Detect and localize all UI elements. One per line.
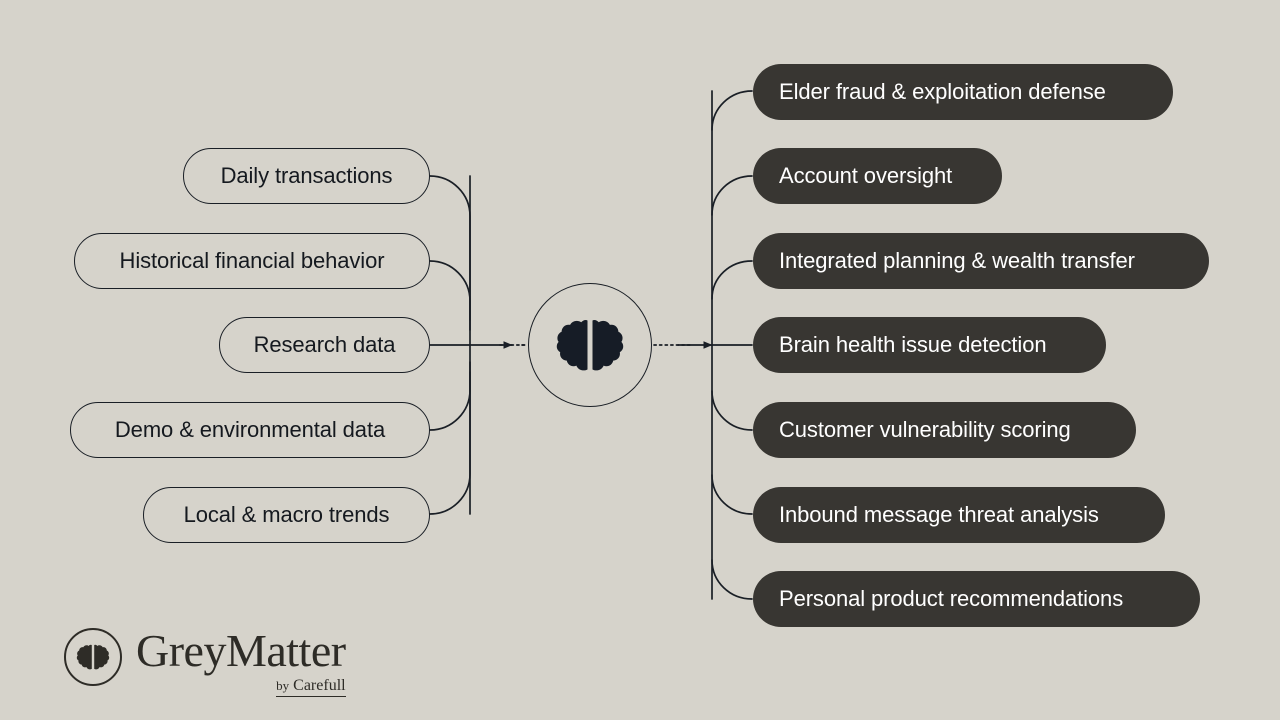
input-pill-label: Local & macro trends [183,502,390,527]
brain-icon [556,319,624,371]
output-pill-brain-health-issue-detection[interactable]: Brain health issue detection [753,317,1106,373]
engine-node[interactable] [528,283,652,407]
output-pill-account-oversight[interactable]: Account oversight [753,148,1002,204]
wire-output-1 [711,90,753,131]
wire-input-4 [429,361,471,431]
output-pill-label: Customer vulnerability scoring [779,417,1071,442]
logo-brand-name: Carefull [293,677,346,694]
output-pill-personal-product-recommendations[interactable]: Personal product recommendations [753,571,1200,627]
wire-output-5 [711,390,753,431]
output-pill-label: Integrated planning & wealth transfer [779,248,1135,273]
wire-output-3 [711,260,753,300]
logo-by-word: by [276,678,290,693]
wire-input-5 [429,371,471,515]
logo-byline: by Carefull [276,677,346,697]
wire-input-2 [429,260,471,331]
logo-text-block: GreyMatter by Carefull [136,626,346,697]
input-pill-label: Demo & environmental data [114,417,386,442]
input-pill-historical-financial-behavior[interactable]: Historical financial behavior [74,233,430,289]
output-pill-label: Inbound message threat analysis [779,502,1099,527]
brain-icon [76,644,110,670]
output-pill-integrated-planning-wealth-transfer[interactable]: Integrated planning & wealth transfer [753,233,1209,289]
wire-output-6 [711,474,753,515]
logo-wordmark: GreyMatter [136,625,346,676]
input-pill-label: Historical financial behavior [119,248,385,273]
output-pill-inbound-message-threat-analysis[interactable]: Inbound message threat analysis [753,487,1165,543]
logo-brain-mark [64,628,122,686]
input-pill-local-macro-trends[interactable]: Local & macro trends [143,487,430,543]
input-pill-daily-transactions[interactable]: Daily transactions [183,148,430,204]
brand-logo: GreyMatter by Carefull [64,626,346,697]
wire-output-2 [711,175,753,216]
input-pill-research-data[interactable]: Research data [219,317,430,373]
input-pill-demo-environmental-data[interactable]: Demo & environmental data [70,402,430,458]
output-pill-label: Account oversight [779,163,953,188]
output-pill-customer-vulnerability-scoring[interactable]: Customer vulnerability scoring [753,402,1136,458]
output-pill-elder-fraud-defense[interactable]: Elder fraud & exploitation defense [753,64,1173,120]
input-pill-label: Daily transactions [220,163,393,188]
wire-input-1 [429,175,471,321]
output-pill-label: Elder fraud & exploitation defense [779,79,1106,104]
input-pill-label: Research data [253,332,396,357]
output-pill-label: Brain health issue detection [779,332,1047,357]
output-pill-label: Personal product recommendations [779,586,1124,611]
wire-output-7 [711,559,753,600]
